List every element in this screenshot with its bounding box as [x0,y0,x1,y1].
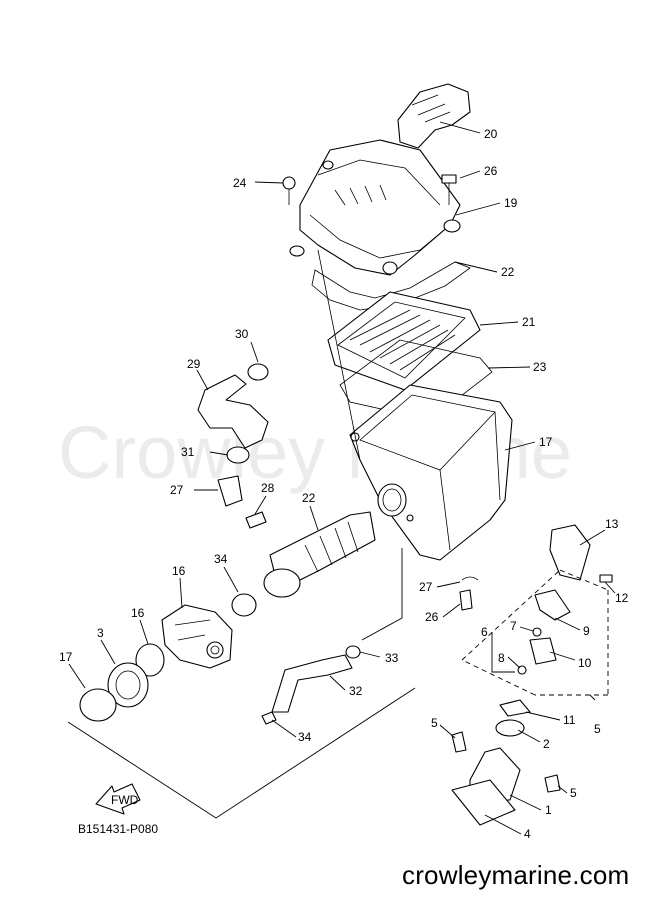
callout-33: 34 [298,730,312,744]
callout-25: 27 [419,580,433,594]
callout-16-a: 16 [131,606,145,620]
bracket-10 [534,589,571,621]
callout-19: 20 [484,127,498,141]
fitting-26 [217,475,243,507]
hose-31 [271,654,353,713]
bolt-5-left [451,731,467,753]
oring-2 [495,719,525,737]
callout-23: 24 [233,176,247,190]
intake-duct-19 [397,83,471,149]
cover-14 [549,524,591,581]
breather-hose-28 [197,374,269,449]
joint-3 [107,662,149,708]
assembly-line-lower [67,687,416,819]
callout-labels: 20 26 19 24 22 21 23 17 30 29 31 27 28 2… [59,127,629,841]
assembly-line-mid [361,548,403,641]
clip-32 [345,645,361,659]
callout-24: 26 [425,610,439,624]
callout-7: 6 [481,625,488,639]
callout-4: 4 [524,827,531,841]
grommet-24 [459,589,473,611]
bolt-5-right [544,774,561,793]
callout-18: 19 [504,196,518,210]
callout-5-a: 5 [431,716,438,730]
clamp-34 [263,568,301,598]
callout-27: 28 [261,481,275,495]
case-guide-line [317,249,361,461]
callout-17: 17 [539,435,553,449]
callout-26: 27 [170,483,184,497]
callout-3: 3 [97,626,104,640]
callout-32: 33 [385,651,399,665]
callout-13: 12 [615,591,629,605]
callout-8: 7 [510,619,517,633]
callout-16-b: 17 [59,650,73,664]
callout-31: 32 [349,684,363,698]
dashed-boundary-6 [461,569,609,696]
clip-25 [461,576,479,581]
callout-14: 13 [605,517,619,531]
callout-21: 22 [302,491,316,505]
callout-34: 34 [214,552,228,566]
fwd-label: FWD [111,793,139,807]
clamp-29-bottom [226,446,250,464]
callout-1: 1 [545,803,552,817]
callout-10: 9 [583,624,590,638]
callout-9: 8 [498,651,505,665]
airbox-cover [289,139,461,276]
callout-12: 11 [563,713,576,727]
gasket-4 [451,779,516,826]
clamp-34b [231,593,257,617]
screw-23 [282,176,296,205]
callout-28: 29 [187,357,201,371]
leader-lines [68,121,616,835]
fwd-arrow-icon: FWD [95,783,141,815]
callout-2: 2 [543,737,550,751]
bolt-30 [441,174,457,205]
oring-8 [532,627,542,637]
diagram-code: B151431-P080 [78,822,159,836]
site-footer[interactable]: crowleymarine.com [402,860,630,890]
callout-30: 26 [484,164,498,178]
clamp-16-lower [79,688,117,722]
gasket-12 [499,699,531,717]
callout-11: 10 [578,656,592,670]
bolt-13 [599,574,613,583]
clip-27 [245,511,267,529]
callout-15: 16 [172,564,186,578]
throttle-body-15 [161,604,233,669]
sensor-11 [529,637,557,665]
gasket-22-lower [339,339,493,421]
gasket-22-upper [311,261,471,311]
callout-29-bottom: 31 [181,445,195,459]
callout-5-b: 5 [570,786,577,800]
clip-33 [261,711,277,725]
clamp-16-upper [135,643,165,677]
callout-29-top: 30 [235,327,249,341]
clamp-29-top [247,363,269,381]
callout-22-a: 22 [501,265,515,279]
callout-20: 21 [522,315,536,329]
airbox-case-17 [349,384,513,561]
callout-22-b: 23 [533,360,547,374]
callout-6: 5 [594,722,601,736]
